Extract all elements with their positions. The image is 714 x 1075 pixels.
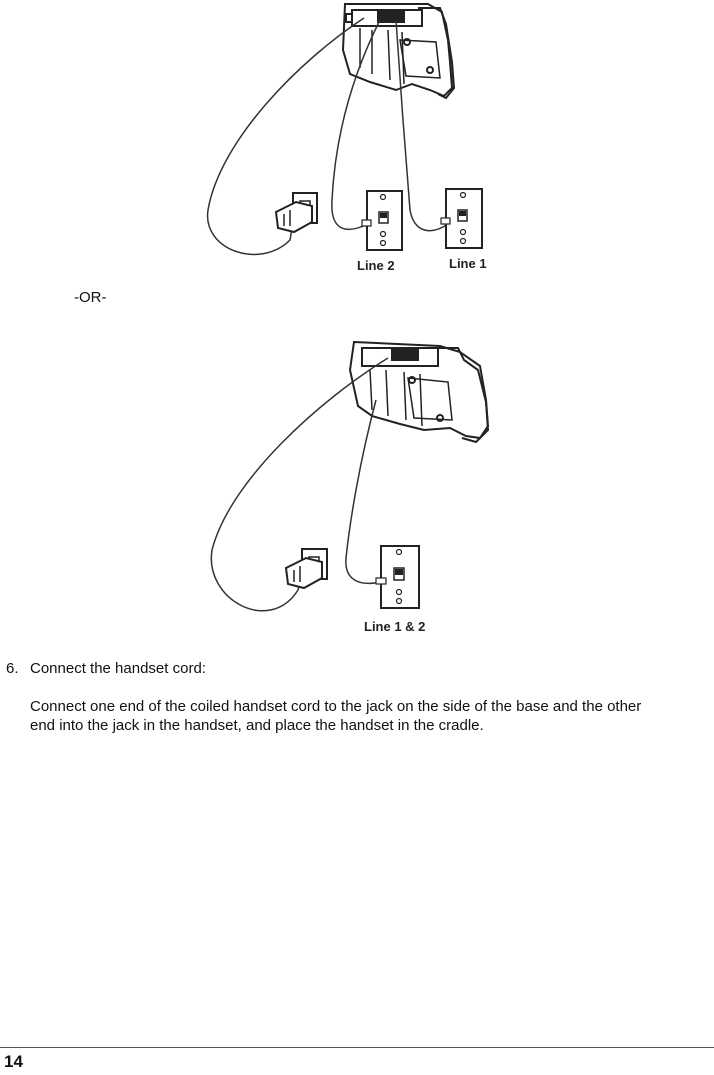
connection-diagram-two-lines: Line 2 Line 1 bbox=[0, 0, 714, 280]
connection-diagram-single-line: Line 1 & 2 bbox=[0, 330, 714, 640]
label-line-2: Line 2 bbox=[357, 258, 395, 273]
cords bbox=[210, 357, 389, 612]
footer-divider bbox=[0, 1047, 714, 1048]
label-line-1: Line 1 bbox=[449, 256, 487, 271]
power-adapter-icon bbox=[284, 548, 328, 590]
wall-jack-line-2 bbox=[361, 190, 403, 251]
step-number: 6. bbox=[6, 660, 19, 677]
step-body: Connect one end of the coiled handset co… bbox=[30, 698, 642, 734]
wall-jack-line-1-2 bbox=[375, 545, 420, 609]
label-line-1-and-2: Line 1 & 2 bbox=[364, 619, 425, 634]
or-separator: -OR- bbox=[74, 289, 107, 306]
page-number: 14 bbox=[4, 1052, 23, 1071]
phone-base bbox=[348, 340, 490, 444]
step-heading: 6. Connect the handset cord: bbox=[6, 660, 206, 677]
step-title: Connect the handset cord: bbox=[30, 660, 206, 677]
wall-jack-line-1 bbox=[440, 188, 483, 249]
cords bbox=[206, 17, 449, 256]
power-adapter-icon bbox=[274, 192, 318, 234]
